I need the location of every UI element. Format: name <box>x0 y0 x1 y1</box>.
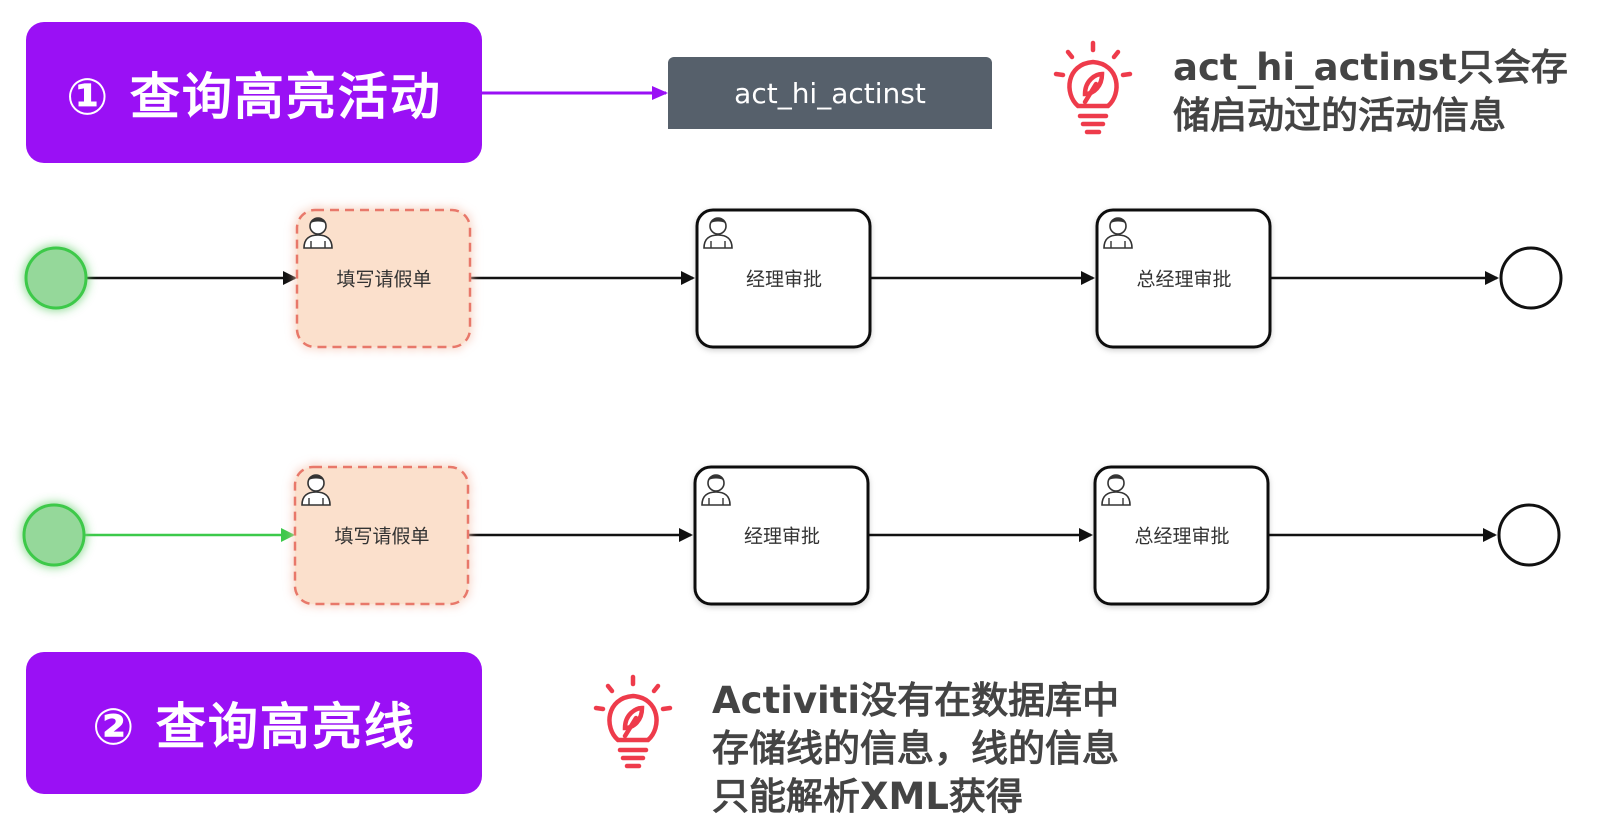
tip-text-line-storage: Activiti没有在数据库中存储线的信息，线的信息只能解析XML获得 <box>712 679 1120 818</box>
step-badge-highlight-lines: ② 查询高亮线 <box>26 652 482 794</box>
lightbulb-icon <box>593 674 673 769</box>
table-name-box: act_hi_actinst <box>668 57 992 129</box>
task-label: 总经理审批 <box>1134 525 1230 548</box>
task-general-manager-approval[interactable] <box>1093 465 1270 606</box>
end-event[interactable] <box>1497 503 1561 567</box>
start-event[interactable] <box>22 503 86 567</box>
process-row-2 <box>22 465 1561 606</box>
tip-text-activity-storage: act_hi_actinst只会存储启动过的活动信息 <box>1173 46 1568 137</box>
step-badge-highlight-activities: ① 查询高亮活动 <box>26 22 482 163</box>
task-fill-leave-form[interactable] <box>293 465 470 606</box>
end-event[interactable] <box>1499 246 1563 310</box>
task-label: 填写请假单 <box>334 525 430 548</box>
task-general-manager-approval[interactable] <box>1095 208 1272 349</box>
task-manager-approval[interactable] <box>693 465 870 606</box>
table-name-label: act_hi_actinst <box>734 76 926 110</box>
lightbulb-icon <box>1053 40 1133 135</box>
task-label: 经理审批 <box>743 525 820 548</box>
task-fill-leave-form[interactable] <box>295 208 472 349</box>
process-row-1 <box>24 208 1563 349</box>
step-label: ① 查询高亮活动 <box>66 67 442 126</box>
task-label: 经理审批 <box>745 268 822 291</box>
task-manager-approval[interactable] <box>695 208 872 349</box>
task-label: 填写请假单 <box>336 268 432 291</box>
step-label: ② 查询高亮线 <box>92 698 416 756</box>
task-label: 总经理审批 <box>1136 268 1232 291</box>
start-event[interactable] <box>24 246 88 310</box>
